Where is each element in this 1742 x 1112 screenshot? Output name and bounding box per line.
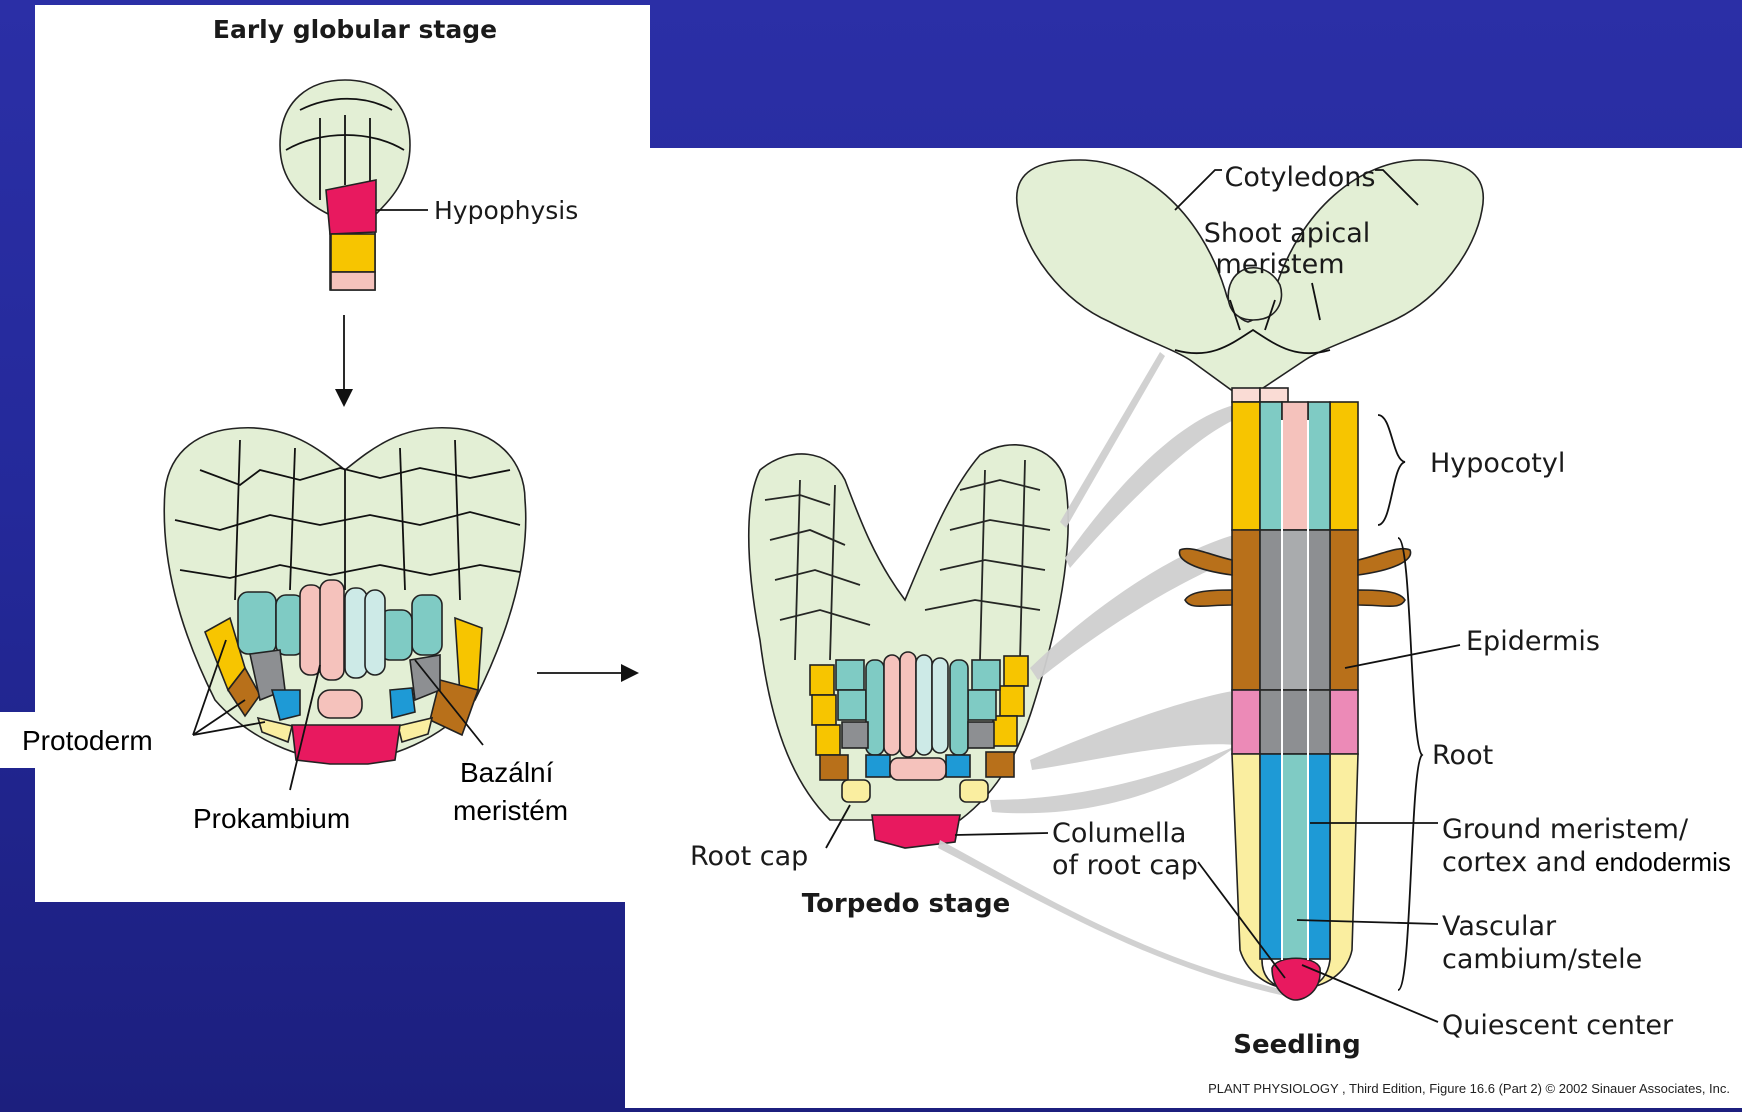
cotyledons-label: Cotyledons	[1225, 162, 1376, 193]
torpedo-stage-embryo	[749, 445, 1068, 848]
hypocotyl-label: Hypocotyl	[1430, 448, 1565, 479]
columella-label-line2: of root cap	[1052, 850, 1198, 881]
hypophysis-cell	[326, 180, 376, 234]
epidermis-leader	[1345, 645, 1460, 668]
epidermis-label: Epidermis	[1466, 626, 1600, 657]
columella-label-line1: Columella	[1052, 818, 1186, 849]
prokambium-label: Prokambium	[193, 803, 350, 834]
vascular-label-line2: cambium/stele	[1442, 944, 1642, 975]
torpedo-stage-title: Torpedo stage	[802, 889, 1010, 919]
early-globular-stage-title: Early globular stage	[213, 15, 497, 44]
ground-meristem-label-line2: cortex and	[1442, 847, 1587, 878]
root-label: Root	[1432, 740, 1493, 771]
heart-stage-embryo	[164, 428, 526, 764]
columella-leader	[955, 833, 1048, 835]
vascular-label-line1: Vascular	[1442, 911, 1557, 942]
shoot-apical-label-line2: meristem	[1215, 249, 1344, 280]
suspensor-yellow-cell	[331, 234, 375, 272]
early-globular-embryo	[280, 80, 410, 290]
bazalni-label-line2: meristém	[453, 795, 568, 826]
bazalni-label-line1: Bazální	[460, 757, 554, 788]
seedling-title: Seedling	[1233, 1030, 1361, 1060]
protoderm-label: Protoderm	[22, 725, 153, 756]
hypophysis-label: Hypophysis	[434, 196, 578, 225]
cotyledons-leader-left	[1175, 170, 1222, 210]
shoot-apical-label-line1: Shoot apical	[1204, 218, 1371, 249]
hypocotyl-brace	[1378, 415, 1405, 525]
suspensor-pink-cell	[331, 272, 375, 290]
quiescent-center-label: Quiescent center	[1442, 1010, 1674, 1041]
ground-meristem-label-line1: Ground meristem/	[1442, 814, 1689, 845]
quiescent-leader	[1302, 965, 1438, 1022]
endodermis-label: endodermis	[1595, 847, 1731, 877]
figure-credit: PLANT PHYSIOLOGY , Third Edition, Figure…	[1208, 1081, 1730, 1096]
root-cap-label: Root cap	[690, 841, 808, 872]
